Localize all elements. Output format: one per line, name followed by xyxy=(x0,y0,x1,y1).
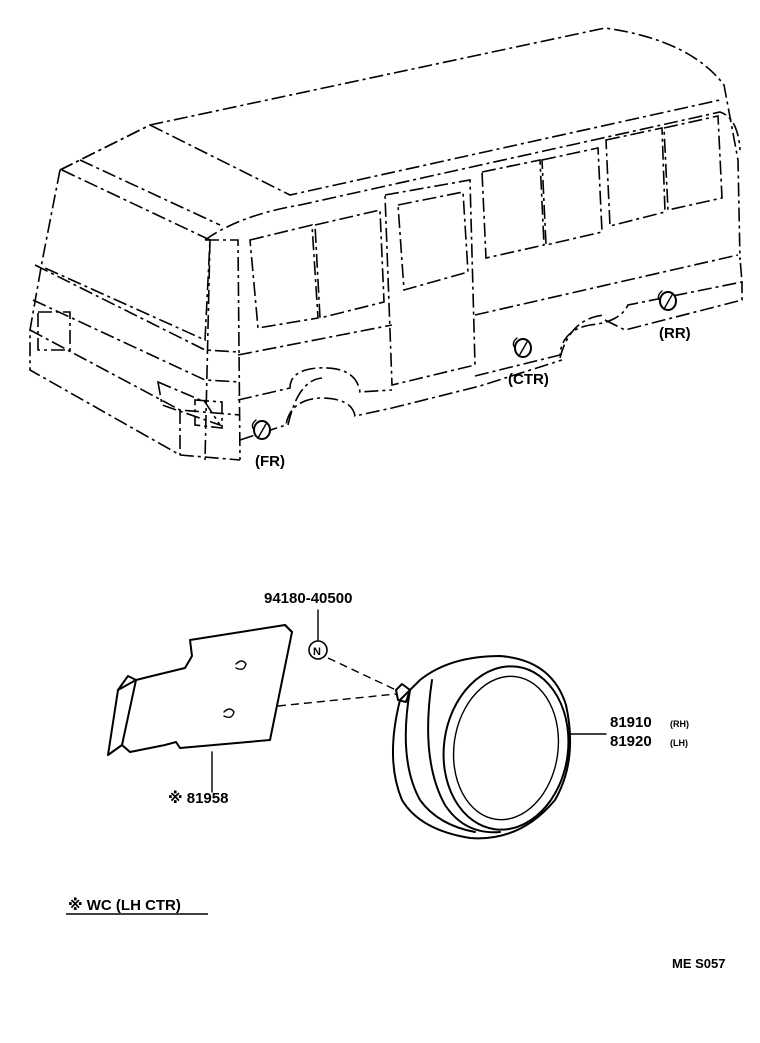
bus-door-window xyxy=(397,191,469,292)
label-nut: 94180-40500 xyxy=(264,590,352,607)
diagram-code: ME S057 xyxy=(672,956,725,971)
bus-wheel-arch-rear xyxy=(559,314,606,359)
bus-headlight-left xyxy=(37,311,71,351)
bus-side-belt xyxy=(237,254,739,356)
bus-front-bumper xyxy=(29,329,241,455)
bus-corner-pillar xyxy=(204,239,241,461)
bus-window-1 xyxy=(249,223,319,329)
bracket-plate xyxy=(107,624,293,756)
label-lamp-rh: 81910 xyxy=(610,714,652,731)
bus-window-6 xyxy=(663,115,723,211)
bus-illustration xyxy=(29,27,743,461)
bus-roof-front xyxy=(59,124,221,226)
bus-roof-edge xyxy=(149,99,721,196)
bus-marker-rear xyxy=(657,290,677,311)
side-marker-lamp xyxy=(391,655,572,840)
bus-roof-outline xyxy=(59,27,741,261)
bus-window-3 xyxy=(481,159,545,259)
bus-window-2 xyxy=(314,209,385,320)
bus-front-windshield xyxy=(44,169,211,342)
label-bracket: ※ 81958 xyxy=(168,789,228,807)
label-rear: (RR) xyxy=(659,325,691,342)
label-front: (FR) xyxy=(255,453,285,470)
bus-upper-side xyxy=(204,111,741,241)
nut-assembly-line xyxy=(327,657,397,691)
nut-symbol: N xyxy=(313,646,321,658)
label-lamp-lh-side: (LH) xyxy=(670,738,688,748)
bus-window-5 xyxy=(605,127,666,228)
bus-headlight-right xyxy=(156,380,222,427)
label-lamp-lh: 81920 xyxy=(610,733,652,750)
label-center: (CTR) xyxy=(508,371,549,388)
bus-window-4 xyxy=(541,147,603,246)
bracket-assembly-line xyxy=(277,693,397,707)
bus-marker-center xyxy=(512,337,532,358)
footnote: ※ WC (LH CTR) xyxy=(68,896,181,914)
bus-wheel-arch-front xyxy=(287,377,323,426)
bus-front-grille xyxy=(32,264,241,383)
bus-foglight xyxy=(194,399,223,429)
nut-symbol-circle xyxy=(308,640,328,660)
label-lamp-rh-side: (RH) xyxy=(670,719,689,729)
bus-sill xyxy=(239,282,743,441)
bus-door xyxy=(384,179,476,387)
bus-front-face xyxy=(29,169,241,461)
bus-marker-front xyxy=(251,419,271,440)
bus-side-lower xyxy=(237,257,743,401)
